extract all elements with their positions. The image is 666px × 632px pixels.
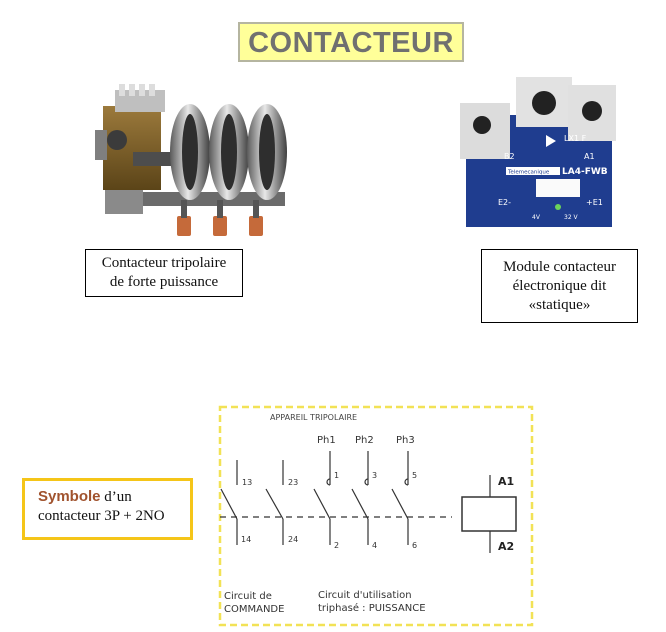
static-module-caption-line3: «statique» [528,296,591,313]
phase-label-1: Ph1 [317,435,336,446]
module-label-e1: +E1 [586,198,603,207]
module-label-a1: A1 [584,152,595,161]
term-23: 23 [288,478,298,487]
phase-label-2: Ph2 [355,435,374,446]
term-14: 14 [241,535,251,544]
command-circuit-label-2: COMMANDE [224,604,284,615]
contactor-caption: Contacteur tripolaire de forte puissance [85,249,243,297]
symbol-text-1: d’un [100,489,132,505]
static-module-caption-line2: électronique dit [512,277,607,294]
symbol-callout: Symbole d’un contacteur 3P + 2NO [22,478,193,540]
power-circuit-label-2: triphasé : PUISSANCE [318,602,426,614]
diagram-frame [218,405,534,627]
coil-a1-label: A1 [498,475,514,488]
module-label-e2: E2- [498,198,511,207]
contactor-symbol-diagram: APPAREIL TRIPOLAIRE Ph1 Ph2 Ph3 13 23 1 … [218,405,534,627]
symbol-text-2: contacteur 3P + 2NO [38,508,165,524]
static-module-caption-line1: Module contacteur [503,258,616,275]
term-13: 13 [242,478,252,487]
module-label-lx: LX1 F [564,134,587,143]
contactor-caption-line1: Contacteur tripolaire [101,255,227,271]
power-circuit-label-1: Circuit d'utilisation [318,590,412,601]
diagram-heading: APPAREIL TRIPOLAIRE [270,413,357,422]
contactor-caption-line2: de forte puissance [109,274,219,290]
term-6: 6 [412,541,417,550]
contactor-photo [95,84,287,236]
coil-a2-label: A2 [498,540,514,553]
module-label-32v: 32 V [564,214,579,221]
term-5: 5 [412,471,417,480]
symbol-keyword: Symbole [38,488,101,505]
module-label-4v: 4V [532,214,541,221]
phase-label-3: Ph3 [396,435,415,446]
term-1: 1 [334,471,339,480]
command-circuit-label-1: Circuit de [224,591,272,602]
module-label-b2: B2 [504,152,515,161]
page-title: CONTACTEUR [238,22,464,62]
module-ref: LA4-FWB [562,167,608,177]
static-module-caption: Module contacteur électronique dit «stat… [481,249,638,323]
term-24: 24 [288,535,298,544]
term-4: 4 [372,541,377,550]
static-module-photo: B2 A1 LX1 F Telemecanique LA4-FWB E2- +E… [460,77,616,227]
module-brand: Telemecanique [507,170,550,176]
term-3: 3 [372,471,377,480]
term-2: 2 [334,541,339,550]
